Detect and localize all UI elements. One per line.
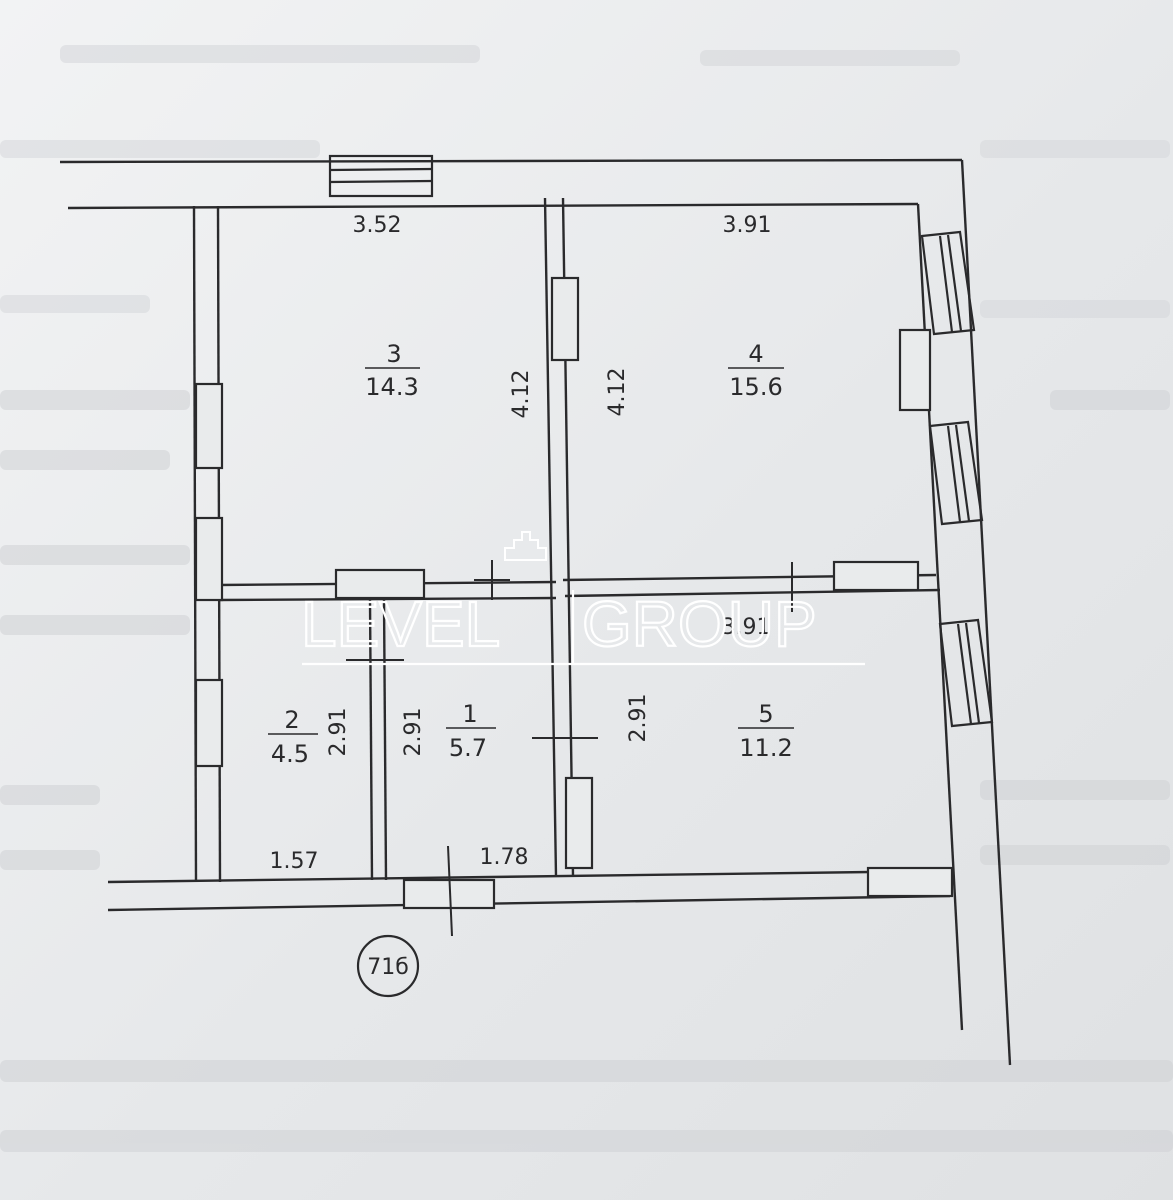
tick-marks [346, 560, 793, 937]
watermark-right: GROUP [582, 588, 817, 660]
room-1: 1 5.7 [446, 700, 496, 762]
room-2-area: 4.5 [271, 740, 309, 768]
room-3: 3 14.3 [365, 340, 420, 401]
watermark-left: LEVEL [301, 588, 500, 660]
room-4: 4 15.6 [728, 340, 784, 401]
dim-room1-height: 2.91 [401, 708, 426, 757]
background-text [0, 45, 1173, 1152]
room-3-area: 14.3 [365, 373, 418, 401]
watermark: LEVEL GROUP [300, 531, 865, 666]
doors [194, 276, 954, 910]
building-marker-label: 71б [367, 955, 409, 980]
room-4-area: 15.6 [729, 373, 782, 401]
building-marker: 71б [356, 934, 420, 998]
dim-room1-width: 1.78 [480, 845, 529, 870]
dim-room4-width: 3.91 [723, 213, 772, 238]
dim-room5-height: 2.91 [626, 694, 651, 743]
room-2: 2 4.5 [268, 706, 318, 768]
room-4-number: 4 [748, 340, 763, 368]
dim-room5-width: 3.91 [722, 615, 771, 640]
walls [59, 158, 1012, 1066]
room-5-area: 11.2 [739, 734, 792, 762]
dim-room2-height: 2.91 [326, 708, 351, 757]
room-3-number: 3 [386, 340, 401, 368]
dimension-labels: 3.52 3.91 4.12 4.12 3.91 2.91 2.91 2.91 … [270, 213, 772, 874]
room-2-number: 2 [284, 706, 299, 734]
room-5: 5 11.2 [738, 700, 794, 762]
dim-room3-width: 3.52 [353, 213, 402, 238]
room-5-number: 5 [758, 700, 773, 728]
dim-room2-width: 1.57 [270, 849, 319, 874]
windows [328, 154, 994, 728]
dim-room3-height: 4.12 [509, 370, 534, 419]
room-1-number: 1 [462, 700, 477, 728]
dim-room4-height: 4.12 [605, 368, 630, 417]
room-1-area: 5.7 [449, 734, 487, 762]
